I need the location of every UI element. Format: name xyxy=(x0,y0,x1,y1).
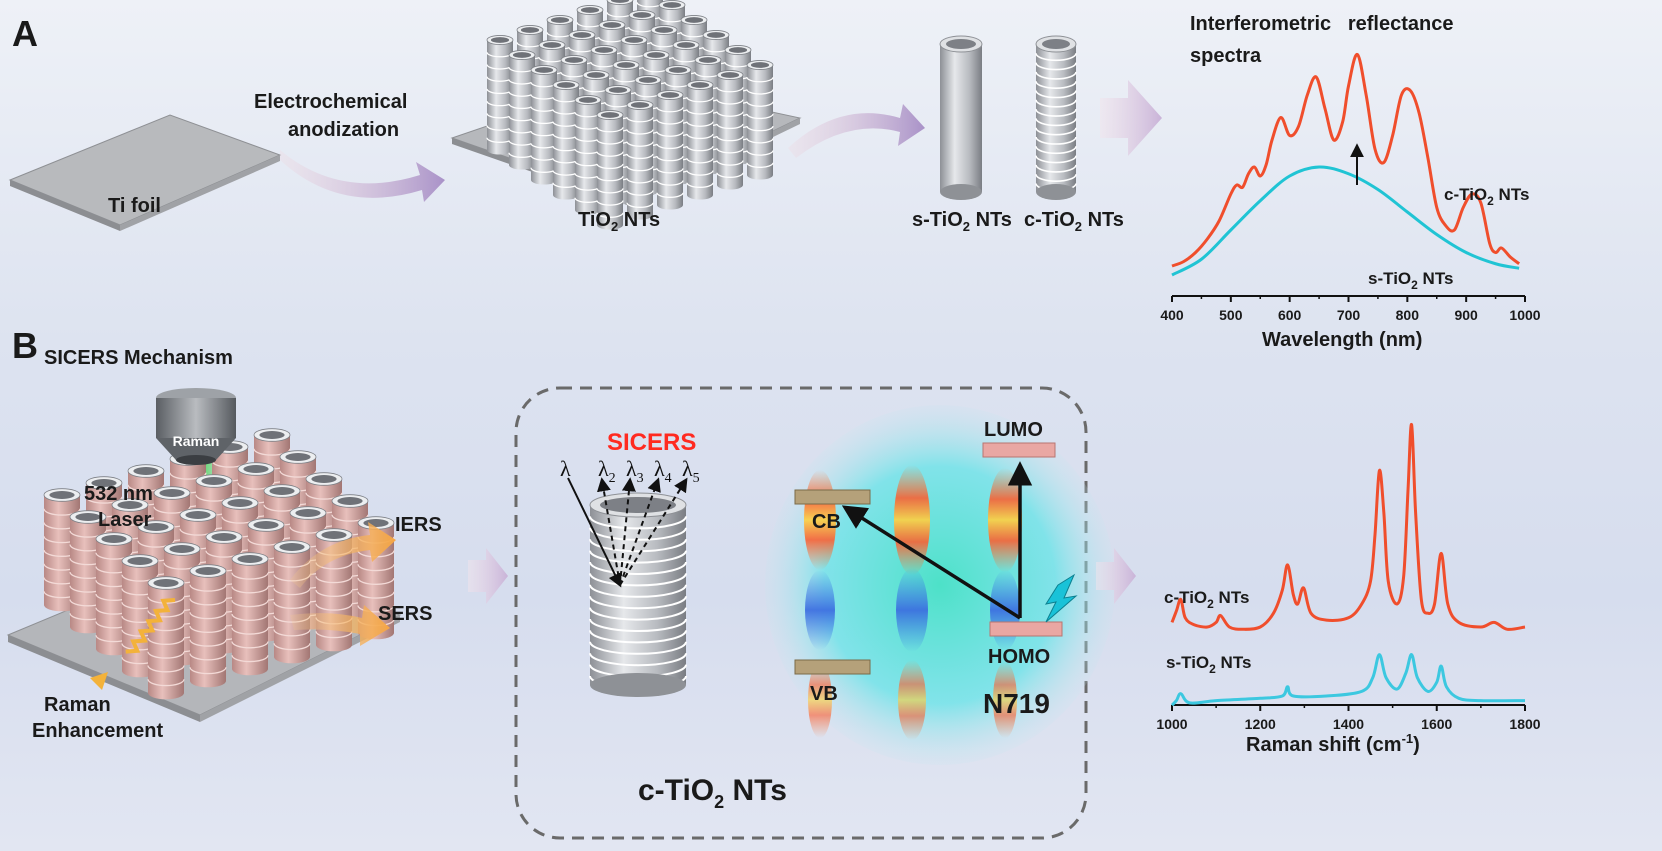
ti-foil-edge-right xyxy=(120,155,280,231)
series-label: s-TiO2 NTs xyxy=(1166,653,1251,676)
x-tick-label: 400 xyxy=(1160,307,1184,323)
grey-nanotube xyxy=(552,80,580,200)
lumo-label: LUMO xyxy=(984,419,1043,441)
laser-label-line2: Laser xyxy=(98,509,152,531)
laser-label-line1: 532 nm xyxy=(84,483,153,505)
series-line xyxy=(1171,165,1520,277)
homo-label: HOMO xyxy=(988,646,1050,668)
x-tick-label: 1000 xyxy=(1509,307,1540,323)
panel-b-letter: B xyxy=(12,325,38,366)
chart1-xlabel: Wavelength (nm) xyxy=(1262,329,1422,351)
iers-arrow xyxy=(290,522,396,588)
pink-nanotube xyxy=(273,540,311,664)
ti-foil-label: Ti foil xyxy=(108,195,161,217)
grey-nanotube xyxy=(626,100,654,220)
grey-nanotube xyxy=(596,110,624,230)
step-label-line1: Electrochemical xyxy=(254,91,407,113)
panel-a-letter: A xyxy=(12,13,38,54)
multi-reflection-rays xyxy=(567,477,688,588)
x-tick-label: 800 xyxy=(1396,307,1420,323)
lumo-level xyxy=(982,442,1056,458)
lambda-label: λ2 xyxy=(598,456,616,486)
to-mechanism-arrow xyxy=(468,548,508,604)
to-raman-arrow xyxy=(1096,548,1136,604)
anodization-arrow xyxy=(280,150,445,202)
sicers-label: SICERS xyxy=(607,429,696,456)
raman-objective-icon xyxy=(156,388,236,465)
ti-foil-edge xyxy=(10,180,120,231)
series-label: s-TiO2 NTs xyxy=(1368,269,1453,292)
enh-label-line1: Raman xyxy=(44,694,111,716)
s-tio2-tube xyxy=(939,35,983,200)
pink-nanotube xyxy=(147,576,185,700)
c-tio2-big-tube xyxy=(589,492,687,697)
x-tick-label: 1800 xyxy=(1509,716,1540,732)
grey-nanotube xyxy=(716,70,744,190)
series-label: c-TiO2 NTs xyxy=(1164,588,1249,611)
x-tick-label: 1200 xyxy=(1245,716,1276,732)
charge-transfer-arrow xyxy=(841,505,1021,620)
x-tick-label: 1400 xyxy=(1333,716,1364,732)
pink-nanotube xyxy=(189,564,227,688)
wavy-arrow-head xyxy=(90,672,108,690)
reflectance-chart: Interferometric reflectance spectra 400 5… xyxy=(1160,13,1540,351)
raman-chart: 1000 1200 1400 1600 1800 c-TiO2 NTs s-TiO2 NTs… xyxy=(1156,423,1541,756)
c-tube-label: c-TiO2 NTs xyxy=(1024,209,1124,234)
x-tick-label: 700 xyxy=(1337,307,1361,323)
x-tick-label: 500 xyxy=(1219,307,1243,323)
grey-nanotube xyxy=(508,50,536,170)
homo-level xyxy=(989,621,1063,637)
iers-label: IERS xyxy=(395,514,442,536)
vb-level xyxy=(794,659,871,675)
s-tube-label: s-TiO2 NTs xyxy=(912,209,1012,234)
x-tick-label: 1600 xyxy=(1421,716,1452,732)
lambda-labels: λ2 λ3 λ4 λ5 xyxy=(598,456,700,486)
lambda-main: λ xyxy=(560,456,571,481)
vb-label: VB xyxy=(810,683,838,705)
chart2-xlabel: Raman shift (cm-1) xyxy=(1246,731,1420,756)
grey-nanotube xyxy=(686,80,714,200)
grey-nanotube xyxy=(746,60,774,180)
grey-nanotube xyxy=(656,90,684,210)
enh-label-line2: Enhancement xyxy=(32,720,163,742)
series-line xyxy=(1171,52,1521,268)
lambda-label: λ5 xyxy=(682,456,700,486)
wavy-arrow-icon xyxy=(125,598,176,654)
separation-arrow xyxy=(788,104,925,158)
panel-b-title: SICERS Mechanism xyxy=(44,347,233,369)
sers-arrow xyxy=(290,605,390,646)
box-tube-label: c-TiO2 NTs xyxy=(638,774,787,812)
series-line xyxy=(1170,653,1526,707)
tio2-array-label: TiO2 NTs xyxy=(578,209,660,234)
lambda-label: λ3 xyxy=(626,456,644,486)
lightning-icon xyxy=(1044,573,1078,623)
cb-level xyxy=(794,489,871,505)
step-label-line2: anodization xyxy=(288,119,399,141)
x-tick-label: 600 xyxy=(1278,307,1302,323)
raman-label: Raman xyxy=(173,433,220,449)
lambda-label: λ4 xyxy=(654,456,672,486)
c-tio2-tube xyxy=(1035,35,1077,200)
pink-nanotube-array xyxy=(43,428,395,700)
series-label: c-TiO2 NTs xyxy=(1444,185,1529,208)
cb-label: CB xyxy=(812,511,841,533)
chart1-title-line1: Interferometric reflectance xyxy=(1190,13,1453,35)
chart1-title-line2: spectra xyxy=(1190,45,1262,67)
series-line xyxy=(1170,423,1526,631)
grey-nanotube xyxy=(486,35,514,155)
n719-label: N719 xyxy=(983,688,1050,719)
x-tick-label: 900 xyxy=(1454,307,1478,323)
sers-label: SERS xyxy=(378,603,432,625)
to-spectra-arrow xyxy=(1100,80,1162,156)
mechanism-box xyxy=(514,386,1088,840)
x-tick-label: 1000 xyxy=(1156,716,1187,732)
pink-nanotube xyxy=(231,552,269,676)
tio2-nanotube-array xyxy=(486,0,774,230)
